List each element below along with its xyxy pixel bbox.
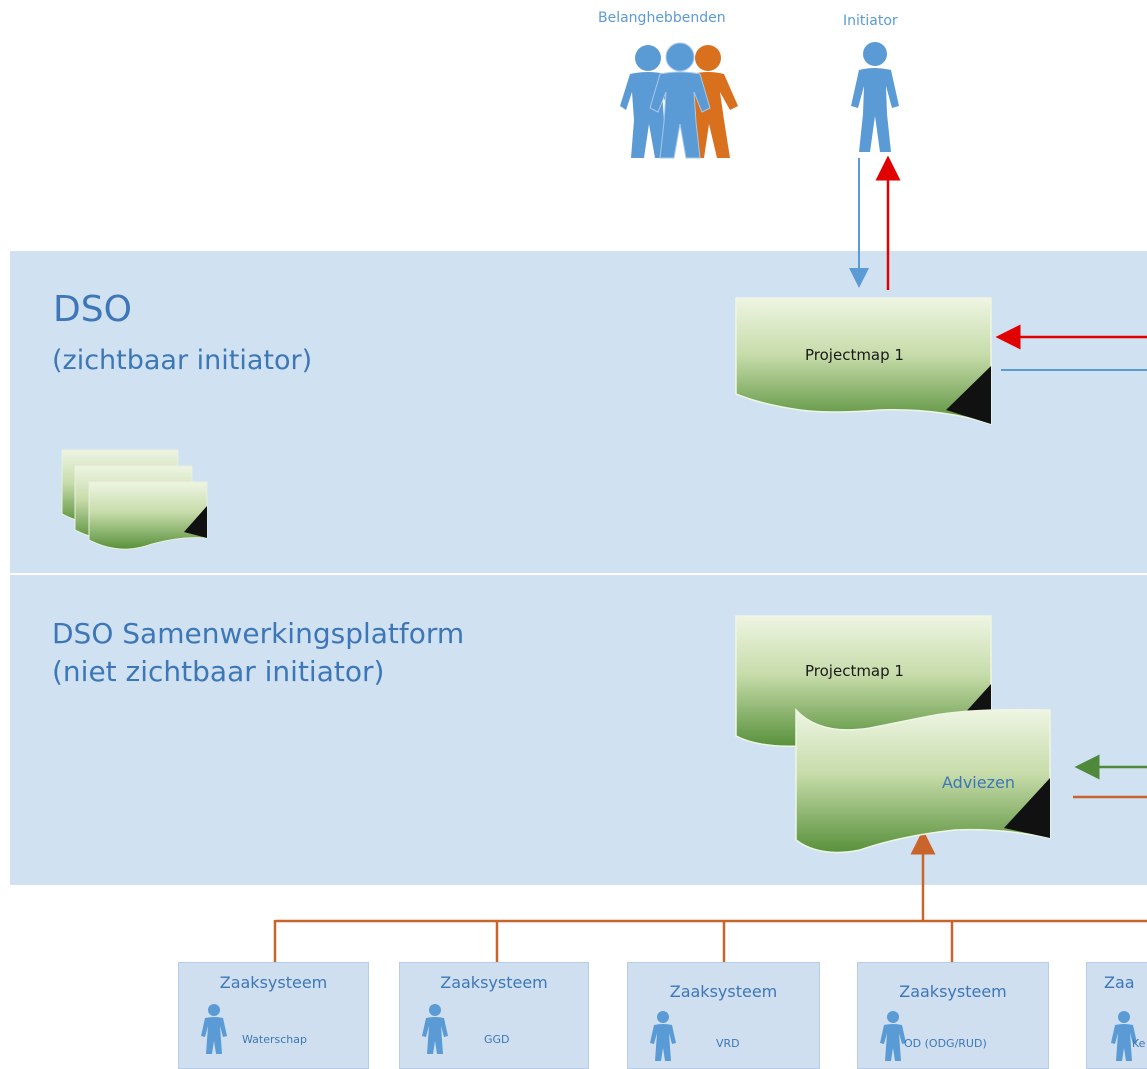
zaaksysteem-vrd: Zaaksysteem VRD [627,962,820,1069]
group-icon [620,42,738,159]
dso-title: DSO [53,289,132,330]
person-icon [201,1004,227,1054]
zaaksysteem-title: Zaaksysteem [440,973,548,992]
platform-title: DSO Samenwerkingsplatform [52,617,465,650]
zaaksysteem-title: Zaa [1104,973,1135,992]
zaaksysteem-org: GGD [484,1033,510,1046]
person-icon [851,42,899,152]
document-stack-icon [61,449,208,550]
dso-subtitle: (zichtbaar initiator) [52,345,313,376]
initiator-label: Initiator [843,13,898,29]
zaaksysteem-waterschap: Zaaksysteem Waterschap [178,962,369,1069]
adviezen-label: Adviezen [942,773,1015,792]
zaaksysteem-org: VRD [716,1037,740,1050]
zaaksysteem-ggd: Zaaksysteem GGD [399,962,589,1069]
zaaksysteem-org: OD (ODG/RUD) [904,1037,987,1050]
document-icon [735,297,992,426]
person-icon [880,1011,906,1061]
zaaksysteem-od: Zaaksysteem OD (ODG/RUD) [857,962,1049,1069]
stakeholders-label: Belanghebbenden [598,10,726,26]
person-icon [650,1011,676,1061]
zaaksysteem-title: Zaaksysteem [669,982,778,1001]
platform-subtitle: (niet zichtbaar initiator) [52,655,385,688]
person-icon [422,1004,448,1054]
document-icon [88,481,208,550]
document-icon [795,708,1051,854]
zaaksysteem-title: Zaaksysteem [899,982,1007,1001]
zaaksysteem-title: Zaaksysteem [219,973,328,992]
zaaksysteem-partial: Zaa Ke [1086,962,1147,1069]
platform-projectmap-label: Projectmap 1 [805,662,904,680]
person-icon [1111,1011,1137,1061]
zaaksysteem-org: Ke [1132,1037,1146,1050]
dso-projectmap-label: Projectmap 1 [805,346,904,364]
zaaksysteem-org: Waterschap [242,1033,307,1046]
